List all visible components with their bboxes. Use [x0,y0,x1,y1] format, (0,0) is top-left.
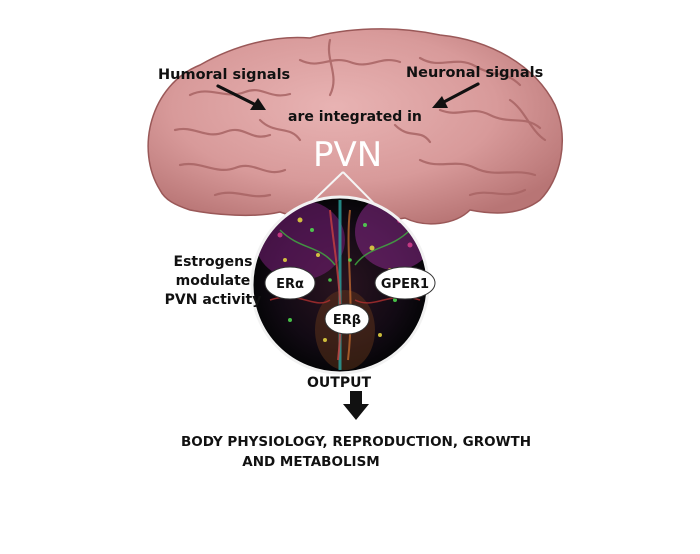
gper1-badge: GPER1 [374,266,436,300]
output-label: OUTPUT [307,375,371,391]
pvn-label: PVN [313,135,382,175]
humoral-signals-label: Humoral signals [158,67,290,83]
result-line-1: BODY PHYSIOLOGY, REPRODUCTION, GROWTH [181,434,531,450]
er-beta-label: ERβ [333,313,361,328]
neuronal-signals-label: Neuronal signals [406,65,543,81]
pvn-micrograph: ERα GPER1 ERβ [250,195,436,375]
estrogens-label: Estrogens modulate PVN activity [165,254,262,308]
neuronal-arrow [432,82,480,108]
er-beta-badge: ERβ [324,303,370,335]
svg-text:Estrogens: Estrogens [174,254,253,270]
er-alpha-badge: ERα [264,266,316,300]
humoral-arrow [216,84,266,110]
output-arrow [343,391,369,420]
gper1-label: GPER1 [381,277,429,292]
result-line-2: AND METABOLISM [242,454,379,470]
brain-gyri [173,38,547,198]
svg-text:PVN activity: PVN activity [165,292,262,308]
integrated-label: are integrated in [288,109,422,125]
er-alpha-label: ERα [276,277,304,292]
brain-illustration [147,28,563,225]
svg-text:modulate: modulate [176,273,251,289]
